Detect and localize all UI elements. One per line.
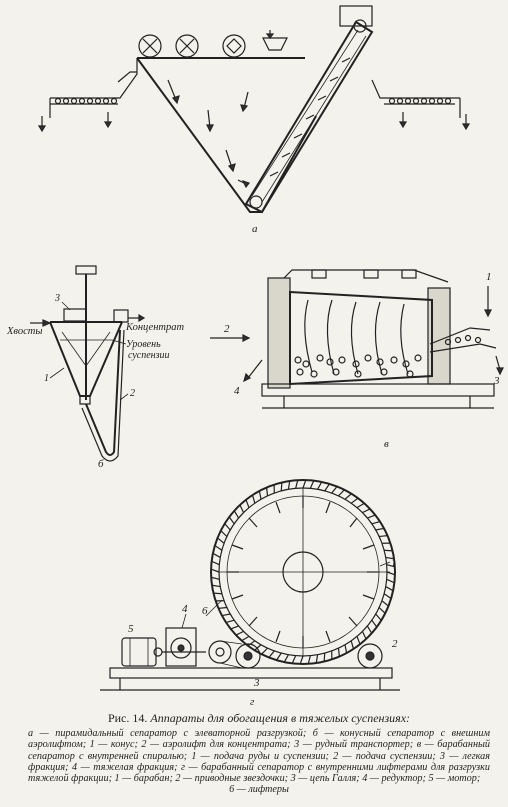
caption-body: а — пирамидальный сепаратор с элеваторно…	[28, 728, 490, 785]
figure-drawing: а Хвосты Концентрат Уровень суспензии 3 …	[6, 5, 504, 708]
b-label-1: 1	[44, 373, 49, 384]
b-label-level-1: Уровень	[126, 339, 161, 350]
caption-title: Рис. 14. Аппараты для обогащения в тяжел…	[28, 711, 490, 725]
panel-a-label: а	[252, 223, 258, 235]
lifter-icon	[227, 496, 379, 648]
g-label-6: 6	[202, 605, 208, 617]
b-label-concentrate: Концентрат	[125, 322, 184, 333]
v-label-4: 4	[234, 385, 240, 397]
panel-v-label: в	[384, 438, 389, 450]
caption-title-text: Аппараты для обогащения в тяжелых суспен…	[150, 711, 411, 725]
figure-caption: Рис. 14. Аппараты для обогащения в тяжел…	[28, 711, 490, 796]
v-label-1: 1	[486, 271, 492, 283]
g-label-2: 2	[392, 638, 398, 650]
g-label-5: 5	[128, 623, 134, 635]
panel-v-drum-spiral-separator: 2 1 4 3 в	[210, 269, 504, 450]
feed-rotor-icon	[138, 34, 246, 58]
g-label-1: 1	[391, 557, 397, 569]
caption-last-line: 6 — лифтеры	[229, 784, 289, 796]
panel-b-label: б	[98, 458, 104, 470]
b-label-level-2: суспензии	[128, 350, 170, 361]
panel-a-pyramidal-separator: а	[37, 5, 471, 235]
v-label-2: 2	[224, 323, 230, 335]
b-label-tails: Хвосты	[6, 326, 42, 337]
panel-b-cone-separator: Хвосты Концентрат Уровень суспензии 3 1 …	[6, 265, 184, 470]
v-label-3: 3	[493, 375, 500, 387]
g-label-4: 4	[182, 603, 188, 615]
caption-title-prefix: Рис. 14.	[107, 711, 148, 725]
g-label-3: 3	[253, 677, 260, 689]
panel-g-label: г	[250, 696, 255, 708]
b-label-2: 2	[130, 388, 135, 399]
b-label-3: 3	[54, 293, 60, 304]
panel-g-drum-lifter-separator: 1 2 3 4 5 6 г	[100, 479, 400, 708]
